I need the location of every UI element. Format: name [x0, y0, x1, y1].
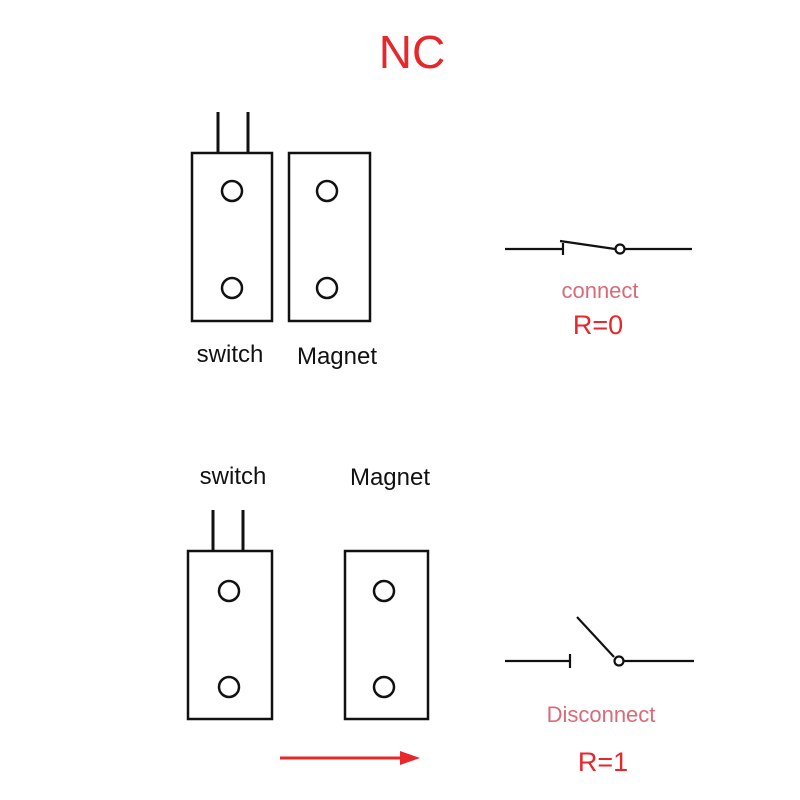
right-arrow-icon [280, 751, 420, 765]
symbol-contact-blade [559, 239, 616, 251]
symbol-contact-blade [576, 616, 615, 658]
open-switch-label: switch [200, 463, 267, 490]
open-resistance-label: R=1 [578, 747, 628, 777]
closed-switch-label: switch [197, 341, 264, 368]
magnet-housing [287, 151, 372, 323]
magnet-mount-hole-top [372, 579, 396, 603]
closed-switch-body [190, 112, 274, 323]
switch-mount-hole-top [220, 179, 244, 203]
magnet-housing [343, 549, 430, 721]
open-switch-body [186, 510, 274, 721]
closed-resistance-label: R=0 [573, 310, 623, 340]
open-state-label: Disconnect [547, 702, 656, 727]
magnet-mount-hole-bottom [315, 276, 339, 300]
symbol-pivot [614, 243, 626, 255]
closed-state-panel: switch Magnet connect R=0 [190, 112, 692, 370]
open-switch-symbol [505, 616, 694, 668]
closed-state-label: connect [561, 278, 638, 303]
closed-switch-symbol [505, 239, 692, 255]
switch-mount-hole-bottom [220, 276, 244, 300]
switch-mount-hole-bottom [217, 675, 241, 699]
switch-housing [186, 549, 274, 721]
arrow-head [400, 751, 420, 765]
closed-magnet-label: Magnet [297, 343, 377, 370]
switch-mount-hole-top [217, 579, 241, 603]
open-magnet-label: Magnet [350, 464, 430, 491]
diagram-title: NC [379, 26, 445, 78]
open-state-panel: switch Magnet Disconnect R=1 [186, 463, 694, 777]
open-magnet-body [343, 549, 430, 721]
switch-housing [190, 151, 274, 323]
magnet-mount-hole-top [315, 179, 339, 203]
magnet-mount-hole-bottom [372, 675, 396, 699]
symbol-pivot [613, 655, 625, 667]
closed-magnet-body [287, 151, 372, 323]
